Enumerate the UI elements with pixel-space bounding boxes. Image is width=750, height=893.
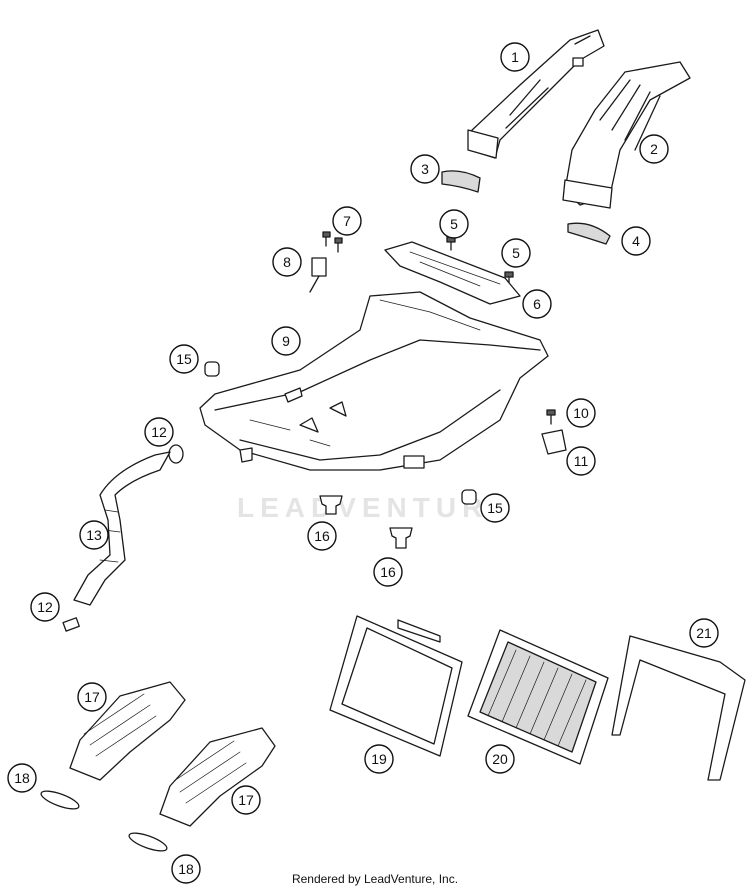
callout-1: 1 [500, 42, 530, 72]
part-19-filter-frame [329, 615, 463, 757]
part-8-sensor [309, 257, 327, 293]
svg-text:17: 17 [238, 792, 254, 808]
svg-text:7: 7 [343, 213, 351, 229]
svg-text:17: 17 [84, 689, 100, 705]
callout-15a: 15 [169, 344, 199, 374]
callout-6: 6 [522, 289, 552, 319]
svg-text:12: 12 [37, 599, 53, 615]
svg-text:5: 5 [512, 245, 520, 261]
part-9-airbox [199, 291, 549, 471]
svg-text:6: 6 [533, 296, 541, 312]
svg-text:18: 18 [14, 770, 30, 786]
svg-text:15: 15 [487, 500, 503, 516]
callout-16a: 16 [307, 521, 337, 551]
svg-text:4: 4 [632, 233, 640, 249]
callout-16b: 16 [373, 557, 403, 587]
part-20-air-filter [467, 629, 609, 765]
callout-4: 4 [621, 226, 651, 256]
callout-13: 13 [79, 520, 109, 550]
callout-3: 3 [410, 154, 440, 184]
callout-17b: 17 [231, 785, 261, 815]
part-1-intake-duct [467, 29, 605, 159]
callout-11: 11 [566, 446, 596, 476]
part-6-cover-plate [384, 241, 521, 305]
svg-text:9: 9 [282, 333, 290, 349]
callout-20: 20 [485, 744, 515, 774]
callout-9: 9 [271, 326, 301, 356]
part-3-seal [441, 170, 481, 193]
callout-10: 10 [566, 398, 596, 428]
callout-5a: 5 [439, 209, 469, 239]
part-21-bracket [611, 635, 746, 781]
part-7-screw [322, 231, 343, 253]
callout-17a: 17 [77, 682, 107, 712]
footer-credit: Rendered by LeadVenture, Inc. [291, 872, 459, 886]
svg-text:5: 5 [450, 216, 458, 232]
callout-12b: 12 [30, 592, 60, 622]
part-2-intake-duct [562, 61, 691, 209]
part-10-screw [546, 409, 556, 425]
callout-18b: 18 [171, 854, 201, 884]
callout-7: 7 [332, 206, 362, 236]
svg-text:13: 13 [86, 527, 102, 543]
part-16-plug [319, 495, 413, 549]
callout-18a: 18 [7, 763, 37, 793]
part-15-grommet [204, 361, 477, 505]
svg-text:2: 2 [650, 141, 658, 157]
svg-text:18: 18 [178, 861, 194, 877]
part-17-boot [69, 681, 276, 827]
svg-text:12: 12 [151, 424, 167, 440]
callout-2: 2 [639, 134, 669, 164]
callout-21: 21 [689, 618, 719, 648]
svg-text:11: 11 [574, 453, 589, 469]
callout-19: 19 [364, 744, 394, 774]
part-4-seal [567, 222, 611, 245]
svg-text:21: 21 [696, 625, 712, 641]
callout-5b: 5 [501, 238, 531, 268]
svg-text:15: 15 [176, 351, 192, 367]
part-11-bracket [541, 429, 567, 455]
callout-8: 8 [272, 247, 302, 277]
svg-text:16: 16 [314, 528, 330, 544]
callout-12a: 12 [144, 417, 174, 447]
callout-15b: 15 [480, 493, 510, 523]
svg-text:16: 16 [380, 564, 396, 580]
svg-text:1: 1 [511, 49, 519, 65]
svg-text:10: 10 [573, 405, 589, 421]
svg-text:19: 19 [371, 751, 387, 767]
part-18-clamp [40, 790, 168, 852]
svg-text:3: 3 [421, 161, 429, 177]
svg-text:8: 8 [283, 254, 291, 270]
svg-text:20: 20 [492, 751, 508, 767]
